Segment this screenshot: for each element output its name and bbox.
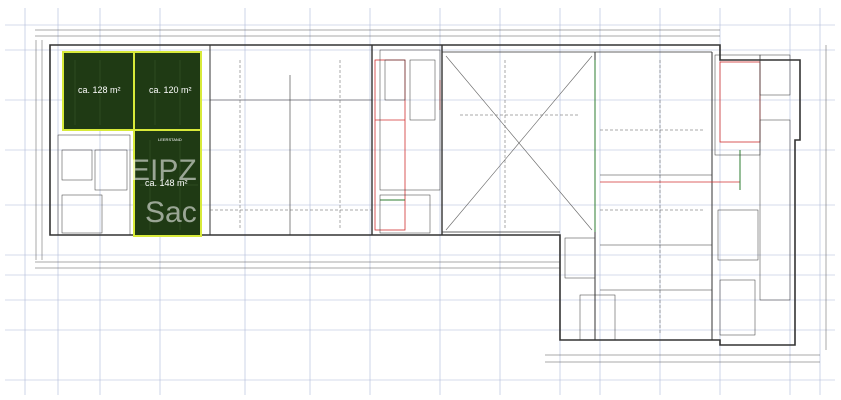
unit-120 xyxy=(133,51,202,131)
watermark-line-1: EIPZ xyxy=(130,154,197,187)
rental-units: ca. 128 m² ca. 120 m² LEERSTAND ca. 148 … xyxy=(62,51,202,237)
green-lines xyxy=(380,60,741,232)
unit-148-label: ca. 148 m² xyxy=(145,178,188,188)
dimension-lines xyxy=(35,29,827,363)
dashed-lines xyxy=(210,60,705,335)
unit-148 xyxy=(133,129,202,237)
building-walls xyxy=(49,44,801,346)
unit-148-sublabel: LEERSTAND xyxy=(158,137,182,142)
watermark-line-2: Sac xyxy=(145,196,197,229)
hall-cross-lines xyxy=(445,55,593,231)
unit-128-label: ca. 128 m² xyxy=(78,85,121,95)
service-cores xyxy=(57,49,791,341)
unit-120-label: ca. 120 m² xyxy=(149,85,192,95)
